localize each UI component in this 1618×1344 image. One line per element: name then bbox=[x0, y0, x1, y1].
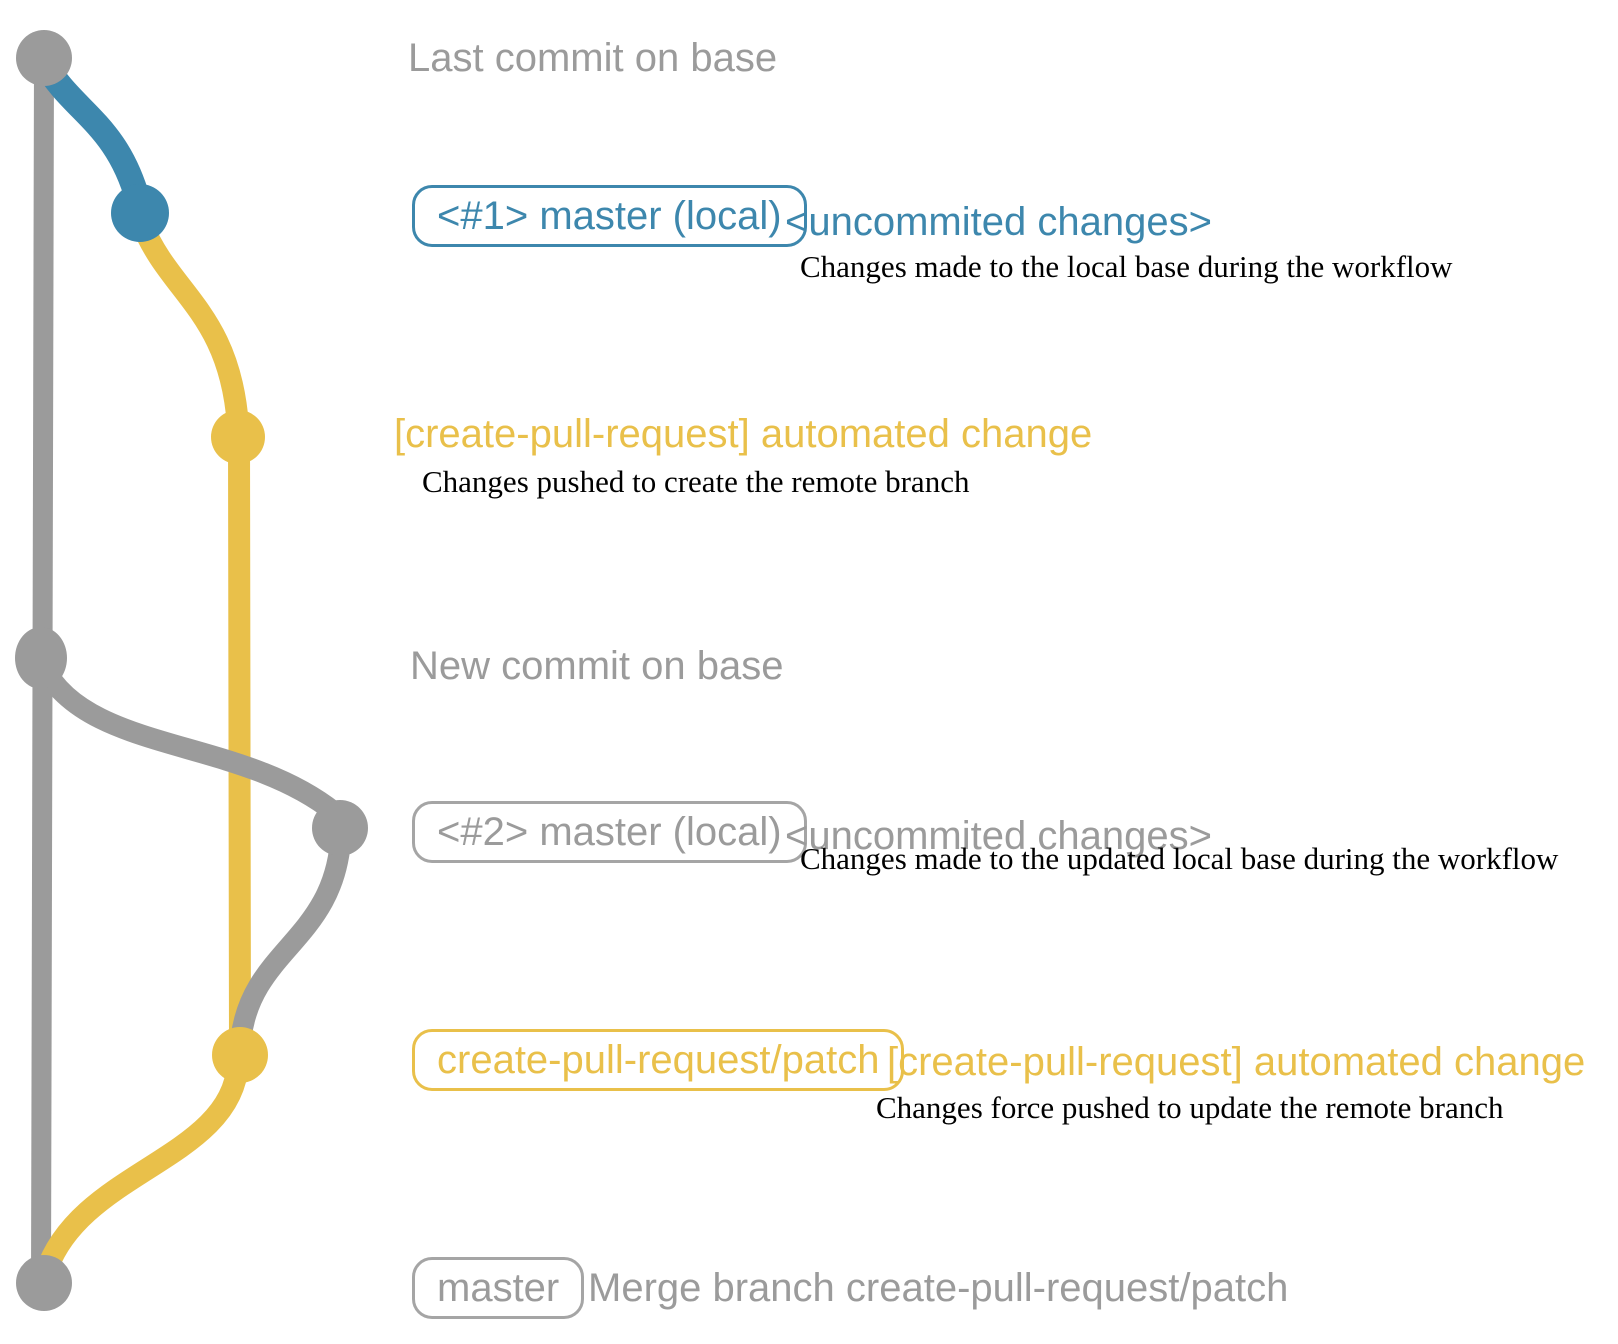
commit-dot-merge bbox=[16, 1255, 72, 1311]
description-force-push: Changes force pushed to update the remot… bbox=[876, 1090, 1504, 1125]
merge-curve bbox=[35, 1052, 249, 1283]
description-push-create: Changes pushed to create the remote bran… bbox=[422, 464, 970, 499]
description-local-changes-2: Changes made to the updated local base d… bbox=[800, 841, 1559, 876]
commit-dot-local-2 bbox=[312, 800, 368, 856]
commit-dot-new-base bbox=[15, 627, 67, 689]
commit-dot-remote-2 bbox=[212, 1027, 268, 1083]
branch-tag-master-local-1: <#1> master (local) bbox=[412, 185, 807, 247]
commit-dot-last-base bbox=[16, 30, 72, 86]
remote-branch-line bbox=[228, 425, 251, 1061]
description-local-changes-1: Changes made to the local base during th… bbox=[800, 249, 1453, 284]
automated-change-heading-1: [create-pull-request] automated change bbox=[394, 412, 1093, 456]
commit-dot-remote-1 bbox=[211, 410, 265, 464]
uncommited-changes-note-2: <uncommited changes> bbox=[785, 814, 1212, 858]
uncommited-changes-note-1: <uncommited changes> bbox=[785, 200, 1212, 244]
local-branch-curve-1 bbox=[31, 49, 151, 213]
new-commit-on-base-label: New commit on base bbox=[410, 644, 784, 688]
last-commit-on-base-label: Last commit on base bbox=[408, 36, 778, 80]
local-branch-curve-2 bbox=[31, 653, 345, 823]
commit-dot-local-1 bbox=[111, 184, 169, 242]
automated-change-heading-2: [create-pull-request] automated change bbox=[887, 1040, 1586, 1084]
branch-tag-master-local-2: <#2> master (local) bbox=[412, 801, 807, 863]
branch-tag-patch: create-pull-request/patch bbox=[412, 1029, 905, 1091]
remote-branch-curve-1 bbox=[131, 213, 249, 437]
force-push-curve bbox=[230, 823, 352, 1049]
branch-tag-master: master bbox=[412, 1257, 585, 1319]
merge-branch-label: Merge branch create-pull-request/patch bbox=[588, 1266, 1289, 1310]
